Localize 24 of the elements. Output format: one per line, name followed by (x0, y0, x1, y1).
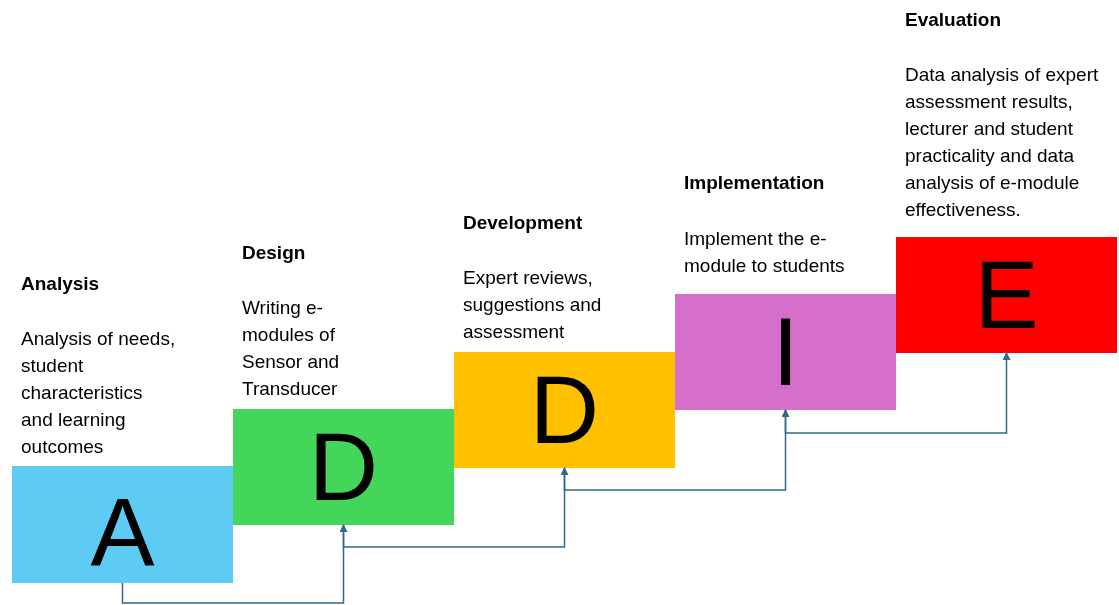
stage-letter: D (529, 362, 600, 458)
stage-description: Implement the e-module to students (684, 227, 846, 278)
stage-description: Analysis of needs, student characteristics and learning outcomes (21, 327, 176, 459)
stage-heading: Analysis (21, 272, 100, 296)
stage-letter: E (974, 247, 1039, 343)
stage-description: Data analysis of expert assessment results, lecturer and student practicality and data analysis of e-module effectiveness. (905, 63, 1100, 222)
stage-heading: Evaluation (905, 8, 1002, 32)
stage-description: Writing e-modules of Sensor and Transducer (242, 296, 341, 401)
stage-heading: Design (242, 241, 306, 265)
arrow (784, 352, 1011, 434)
arrow (563, 409, 790, 491)
stage-letter: I (772, 304, 799, 400)
arrow (121, 524, 348, 604)
arrow (342, 467, 569, 548)
stage-heading: Development (463, 211, 583, 235)
stage-heading: Implementation (684, 171, 825, 195)
stage-box (896, 237, 1117, 353)
stage-box (233, 409, 454, 525)
stage-box (12, 466, 233, 583)
stage-letter: D (308, 419, 379, 515)
stage-description: Expert reviews, suggestions and assessment (463, 266, 603, 344)
stage-letter: A (90, 483, 155, 580)
stage-box (675, 294, 896, 410)
stage-box (454, 352, 675, 468)
